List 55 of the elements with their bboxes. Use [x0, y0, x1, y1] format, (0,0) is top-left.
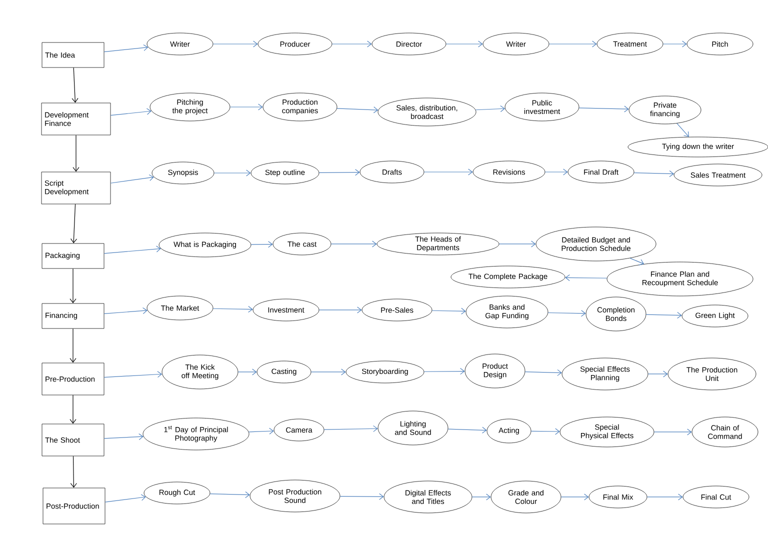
arrow	[565, 274, 608, 281]
arrow	[446, 40, 483, 48]
arrow	[524, 369, 562, 376]
arrow	[318, 169, 360, 176]
arrow	[432, 308, 466, 314]
arrow	[578, 106, 629, 112]
arrow	[110, 174, 154, 184]
arrow	[104, 371, 162, 378]
arrow	[634, 170, 674, 178]
arrow	[662, 40, 687, 48]
arrow	[104, 494, 146, 502]
arrow	[340, 493, 384, 500]
arrow	[70, 328, 76, 363]
arrow	[654, 428, 692, 436]
arrow	[104, 433, 144, 440]
arrow	[212, 306, 253, 313]
arrow	[646, 312, 682, 319]
arrow	[250, 241, 273, 248]
arrow	[104, 44, 148, 52]
arrow	[214, 170, 251, 176]
arrow	[70, 456, 77, 488]
arrow	[424, 368, 465, 375]
arrow	[230, 104, 263, 110]
arrow	[70, 394, 76, 424]
arrow	[472, 494, 491, 500]
arrow	[336, 106, 378, 114]
arrow	[70, 204, 78, 244]
arrow	[72, 134, 80, 172]
arrow	[548, 310, 586, 317]
arrow	[310, 368, 346, 376]
arrow	[646, 494, 683, 500]
arrow	[104, 307, 148, 314]
arrow	[630, 258, 644, 266]
arrow	[548, 40, 597, 48]
arrow	[530, 428, 560, 435]
arrow	[648, 370, 668, 378]
arrow	[318, 306, 362, 314]
arrow	[448, 426, 487, 434]
arrow	[210, 491, 250, 498]
arrow	[498, 240, 536, 248]
arrow	[212, 40, 258, 48]
arrow	[475, 106, 506, 112]
arrow	[72, 67, 78, 103]
arrow	[324, 425, 378, 432]
arrow	[330, 240, 377, 248]
arrow	[560, 494, 589, 500]
arrow	[424, 168, 473, 176]
arrow	[676, 123, 689, 137]
arrow	[70, 268, 76, 304]
arrow	[332, 40, 372, 48]
arrow	[544, 168, 568, 176]
arrow	[110, 108, 152, 116]
arrow	[104, 246, 161, 254]
arrow	[238, 368, 257, 376]
arrow	[248, 428, 274, 434]
